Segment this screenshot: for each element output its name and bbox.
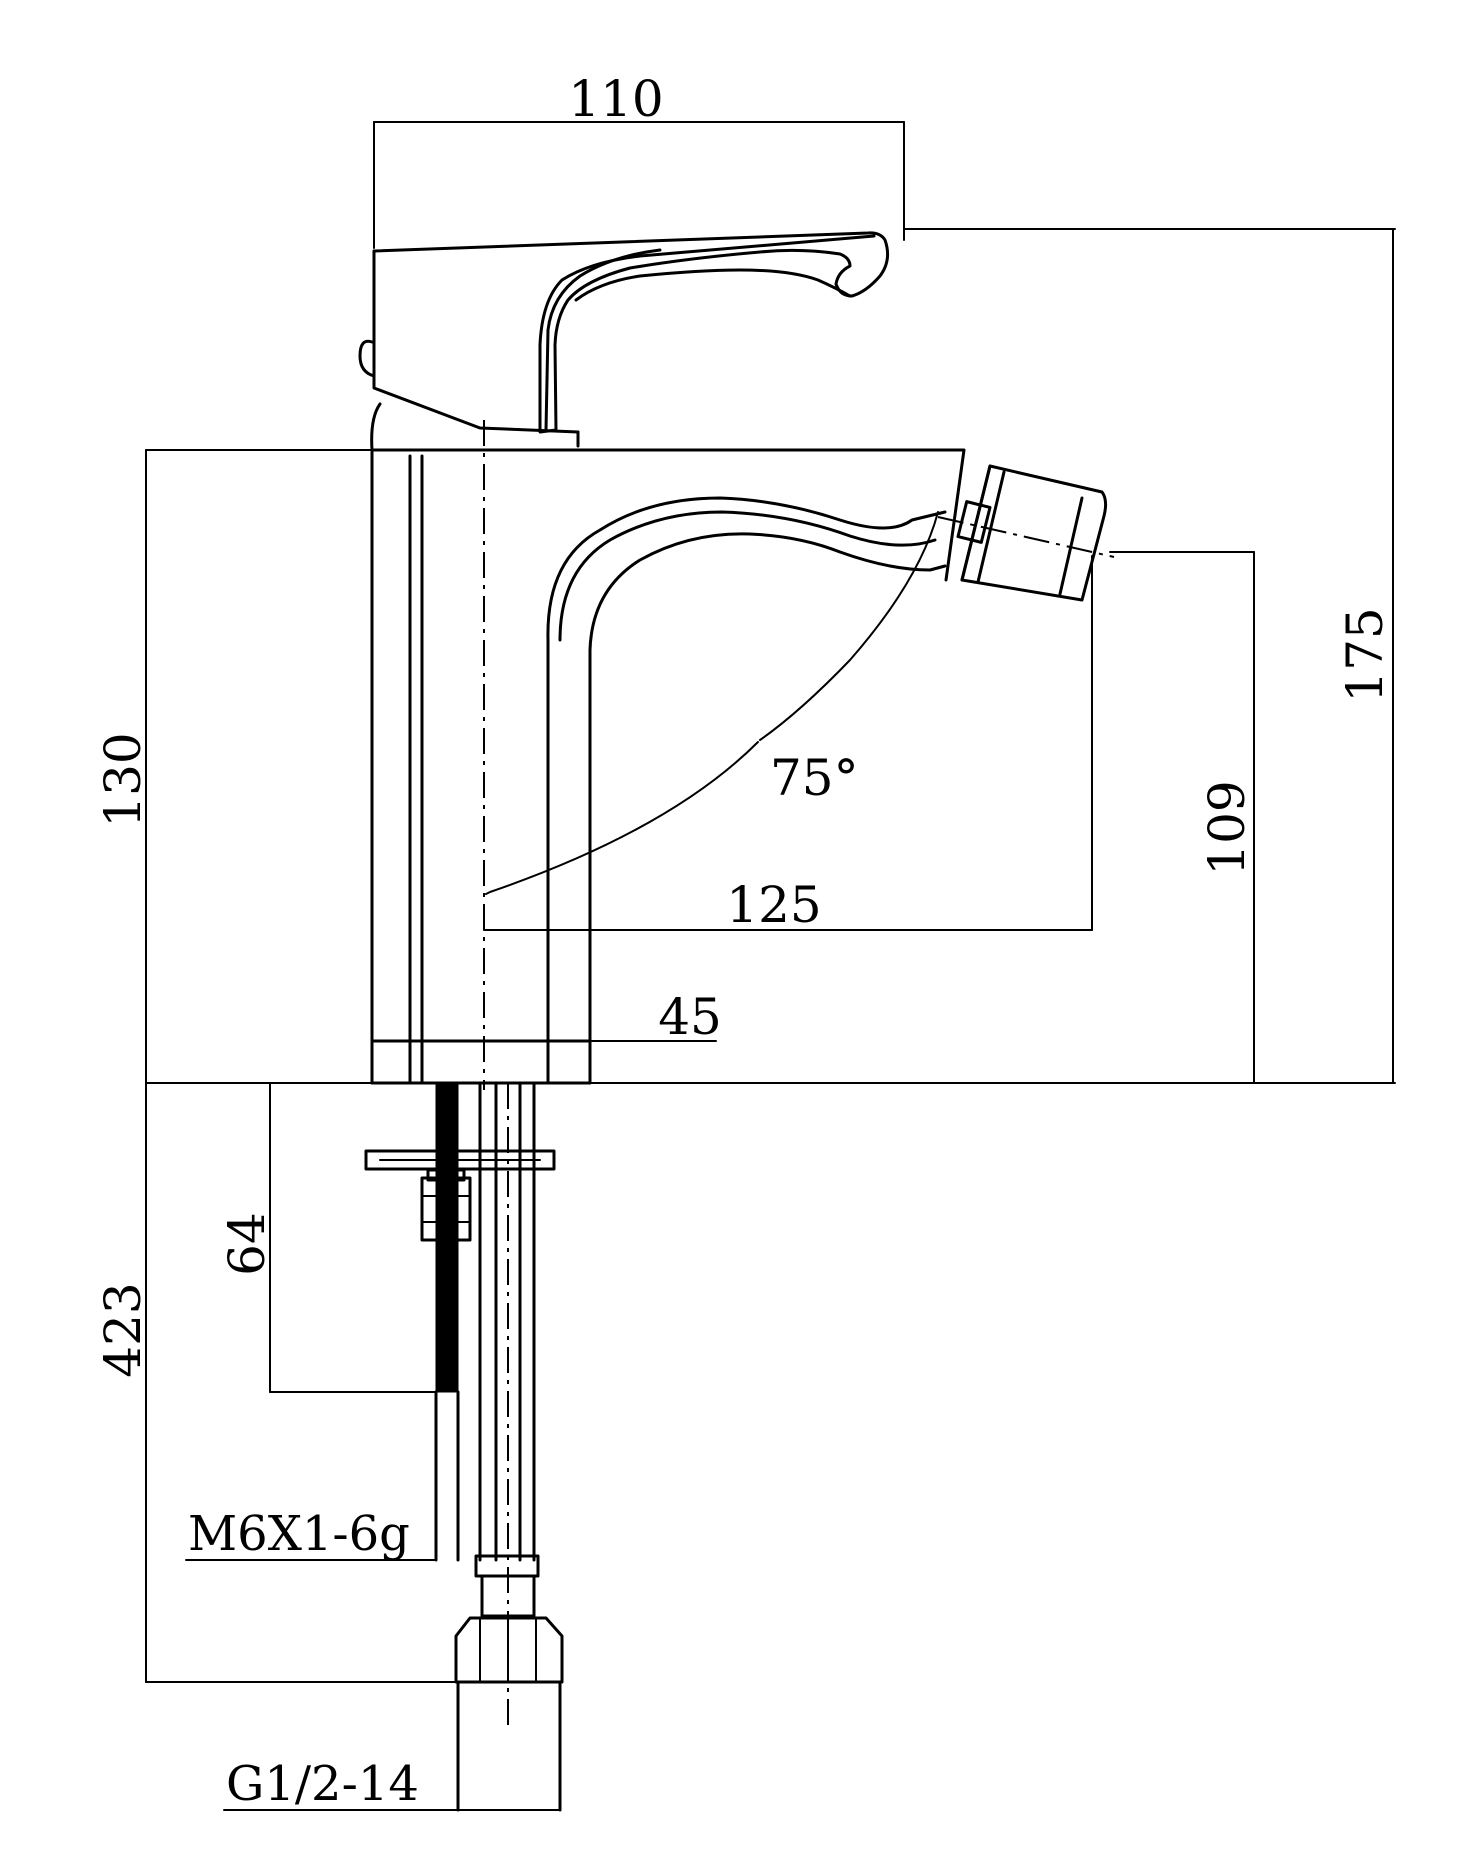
spray-head [960, 464, 1108, 602]
dim-label-handle-length: 110 [568, 70, 663, 128]
dim-label-total-height: 175 [1336, 607, 1394, 702]
dim-label-stud-length: 64 [218, 1212, 276, 1276]
dim-label-body-height: 130 [94, 732, 152, 827]
dim-label-body-width: 45 [658, 988, 722, 1046]
hose-hex-fitting [454, 1616, 564, 1684]
lever-handle: 110 [358, 70, 905, 452]
spout: 75° [485, 464, 1115, 895]
callout-stud-thread: M6X1-6g [188, 1506, 410, 1562]
dim-label-hose-length: 423 [94, 1282, 152, 1377]
right-dimensions: 175 109 125 45 [145, 228, 1396, 1084]
spray-axis [937, 516, 1115, 558]
mounting-assembly [364, 1081, 564, 1812]
left-dimensions: 130 423 64 [94, 449, 457, 1683]
thread-callouts: M6X1-6g G1/2-14 [185, 1506, 561, 1812]
dim-label-spout-height: 109 [1198, 780, 1256, 875]
dim-label-spout-reach: 125 [726, 876, 821, 934]
spray-swivel [956, 500, 992, 544]
dim-label-spray-angle: 75° [770, 749, 859, 807]
callout-hose-thread: G1/2-14 [226, 1756, 419, 1812]
angle-arc [485, 741, 759, 895]
